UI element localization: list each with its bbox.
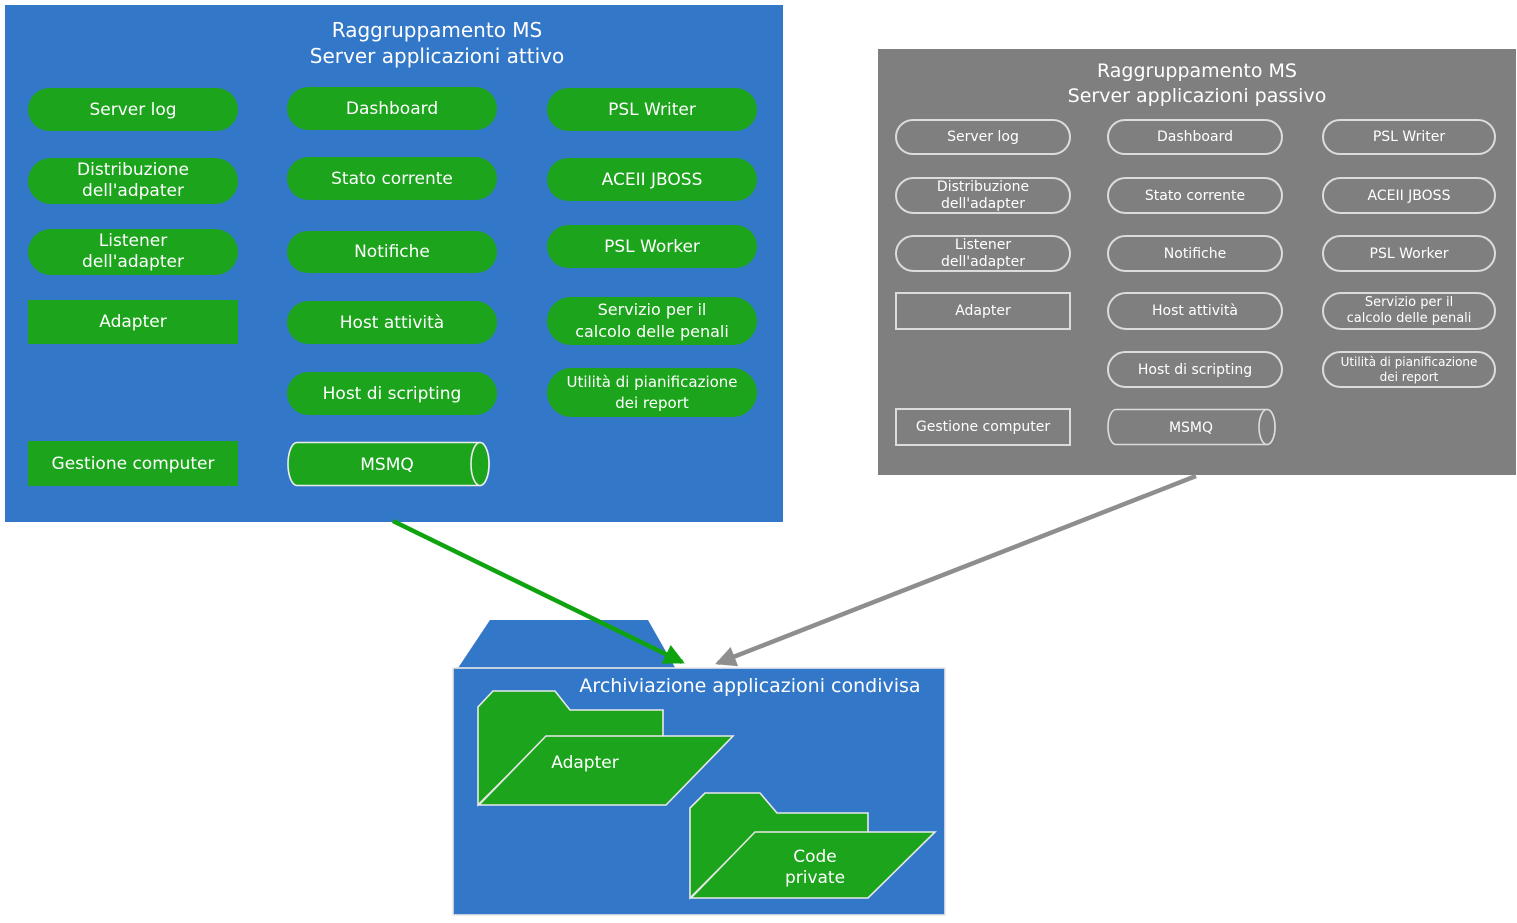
node-passive-dashboard: Dashboard	[1107, 119, 1283, 155]
node-active-stato-corrente: Stato corrente	[287, 157, 497, 200]
passive-server-panel: Raggruppamento MS Server applicazioni pa…	[878, 49, 1516, 475]
node-active-distribuzione-adapter: Distribuzione dell'adpater	[28, 158, 238, 204]
node-active-listener-adapter: Listener dell'adapter	[28, 229, 238, 275]
node-passive-gestione-computer: Gestione computer	[895, 408, 1071, 446]
active-server-panel: Raggruppamento MS Server applicazioni at…	[5, 5, 783, 522]
node-active-server-log: Server log	[28, 88, 238, 131]
node-active-adapter: Adapter	[28, 300, 238, 344]
active-panel-title: Raggruppamento MS Server applicazioni at…	[309, 18, 565, 68]
node-active-host-scripting: Host di scripting	[287, 372, 497, 415]
adapter-folder-icon	[477, 690, 735, 807]
node-active-psl-writer: PSL Writer	[547, 88, 757, 131]
node-passive-msmq-label: MSMQ	[1169, 420, 1213, 436]
node-passive-servizio-penali: Servizio per il calcolo delle penali	[1322, 292, 1496, 330]
node-active-utilita-report: Utilità di pianificazione dei report	[547, 368, 757, 417]
code-private-folder-label: Code private	[784, 847, 846, 888]
node-passive-aceii-jboss: ACEII JBOSS	[1322, 177, 1496, 214]
shared-storage-folder-shape	[452, 620, 946, 916]
node-passive-psl-worker: PSL Worker	[1322, 235, 1496, 272]
node-passive-notifiche: Notifiche	[1107, 235, 1283, 272]
node-passive-stato-corrente: Stato corrente	[1107, 177, 1283, 214]
adapter-folder-label: Adapter	[551, 753, 619, 773]
node-passive-utilita-report: Utilità di pianificazione dei report	[1322, 351, 1496, 388]
node-active-msmq-label: MSMQ	[360, 455, 414, 475]
node-passive-listener-adapter: Listener dell'adapter	[895, 235, 1071, 272]
node-passive-psl-writer: PSL Writer	[1322, 119, 1496, 155]
node-passive-server-log: Server log	[895, 119, 1071, 155]
node-active-servizio-penali: Servizio per il calcolo delle penali	[547, 297, 757, 345]
node-active-gestione-computer: Gestione computer	[28, 441, 238, 486]
node-active-aceii-jboss: ACEII JBOSS	[547, 158, 757, 201]
passive-panel-title: Raggruppamento MS Server applicazioni pa…	[1067, 60, 1327, 107]
node-passive-host-attivita: Host attività	[1107, 292, 1283, 330]
node-active-msmq-cylinder: MSMQ	[287, 441, 490, 487]
node-active-notifiche: Notifiche	[287, 231, 497, 273]
shared-storage-folder: Archiviazione applicazioni condivisa Ada…	[450, 615, 950, 919]
code-private-folder-icon	[689, 792, 937, 900]
node-active-psl-worker: PSL Worker	[547, 225, 757, 268]
node-passive-adapter: Adapter	[895, 292, 1071, 330]
node-passive-distribuzione-adapter: Distribuzione dell'adapter	[895, 177, 1071, 214]
folder-tab	[456, 620, 677, 671]
shared-storage-title: Archiviazione applicazioni condivisa	[579, 675, 921, 697]
node-passive-msmq-cylinder: MSMQ	[1107, 408, 1276, 446]
node-active-host-attivita: Host attività	[287, 301, 497, 344]
node-passive-host-scripting: Host di scripting	[1107, 351, 1283, 388]
node-active-dashboard: Dashboard	[287, 87, 497, 130]
